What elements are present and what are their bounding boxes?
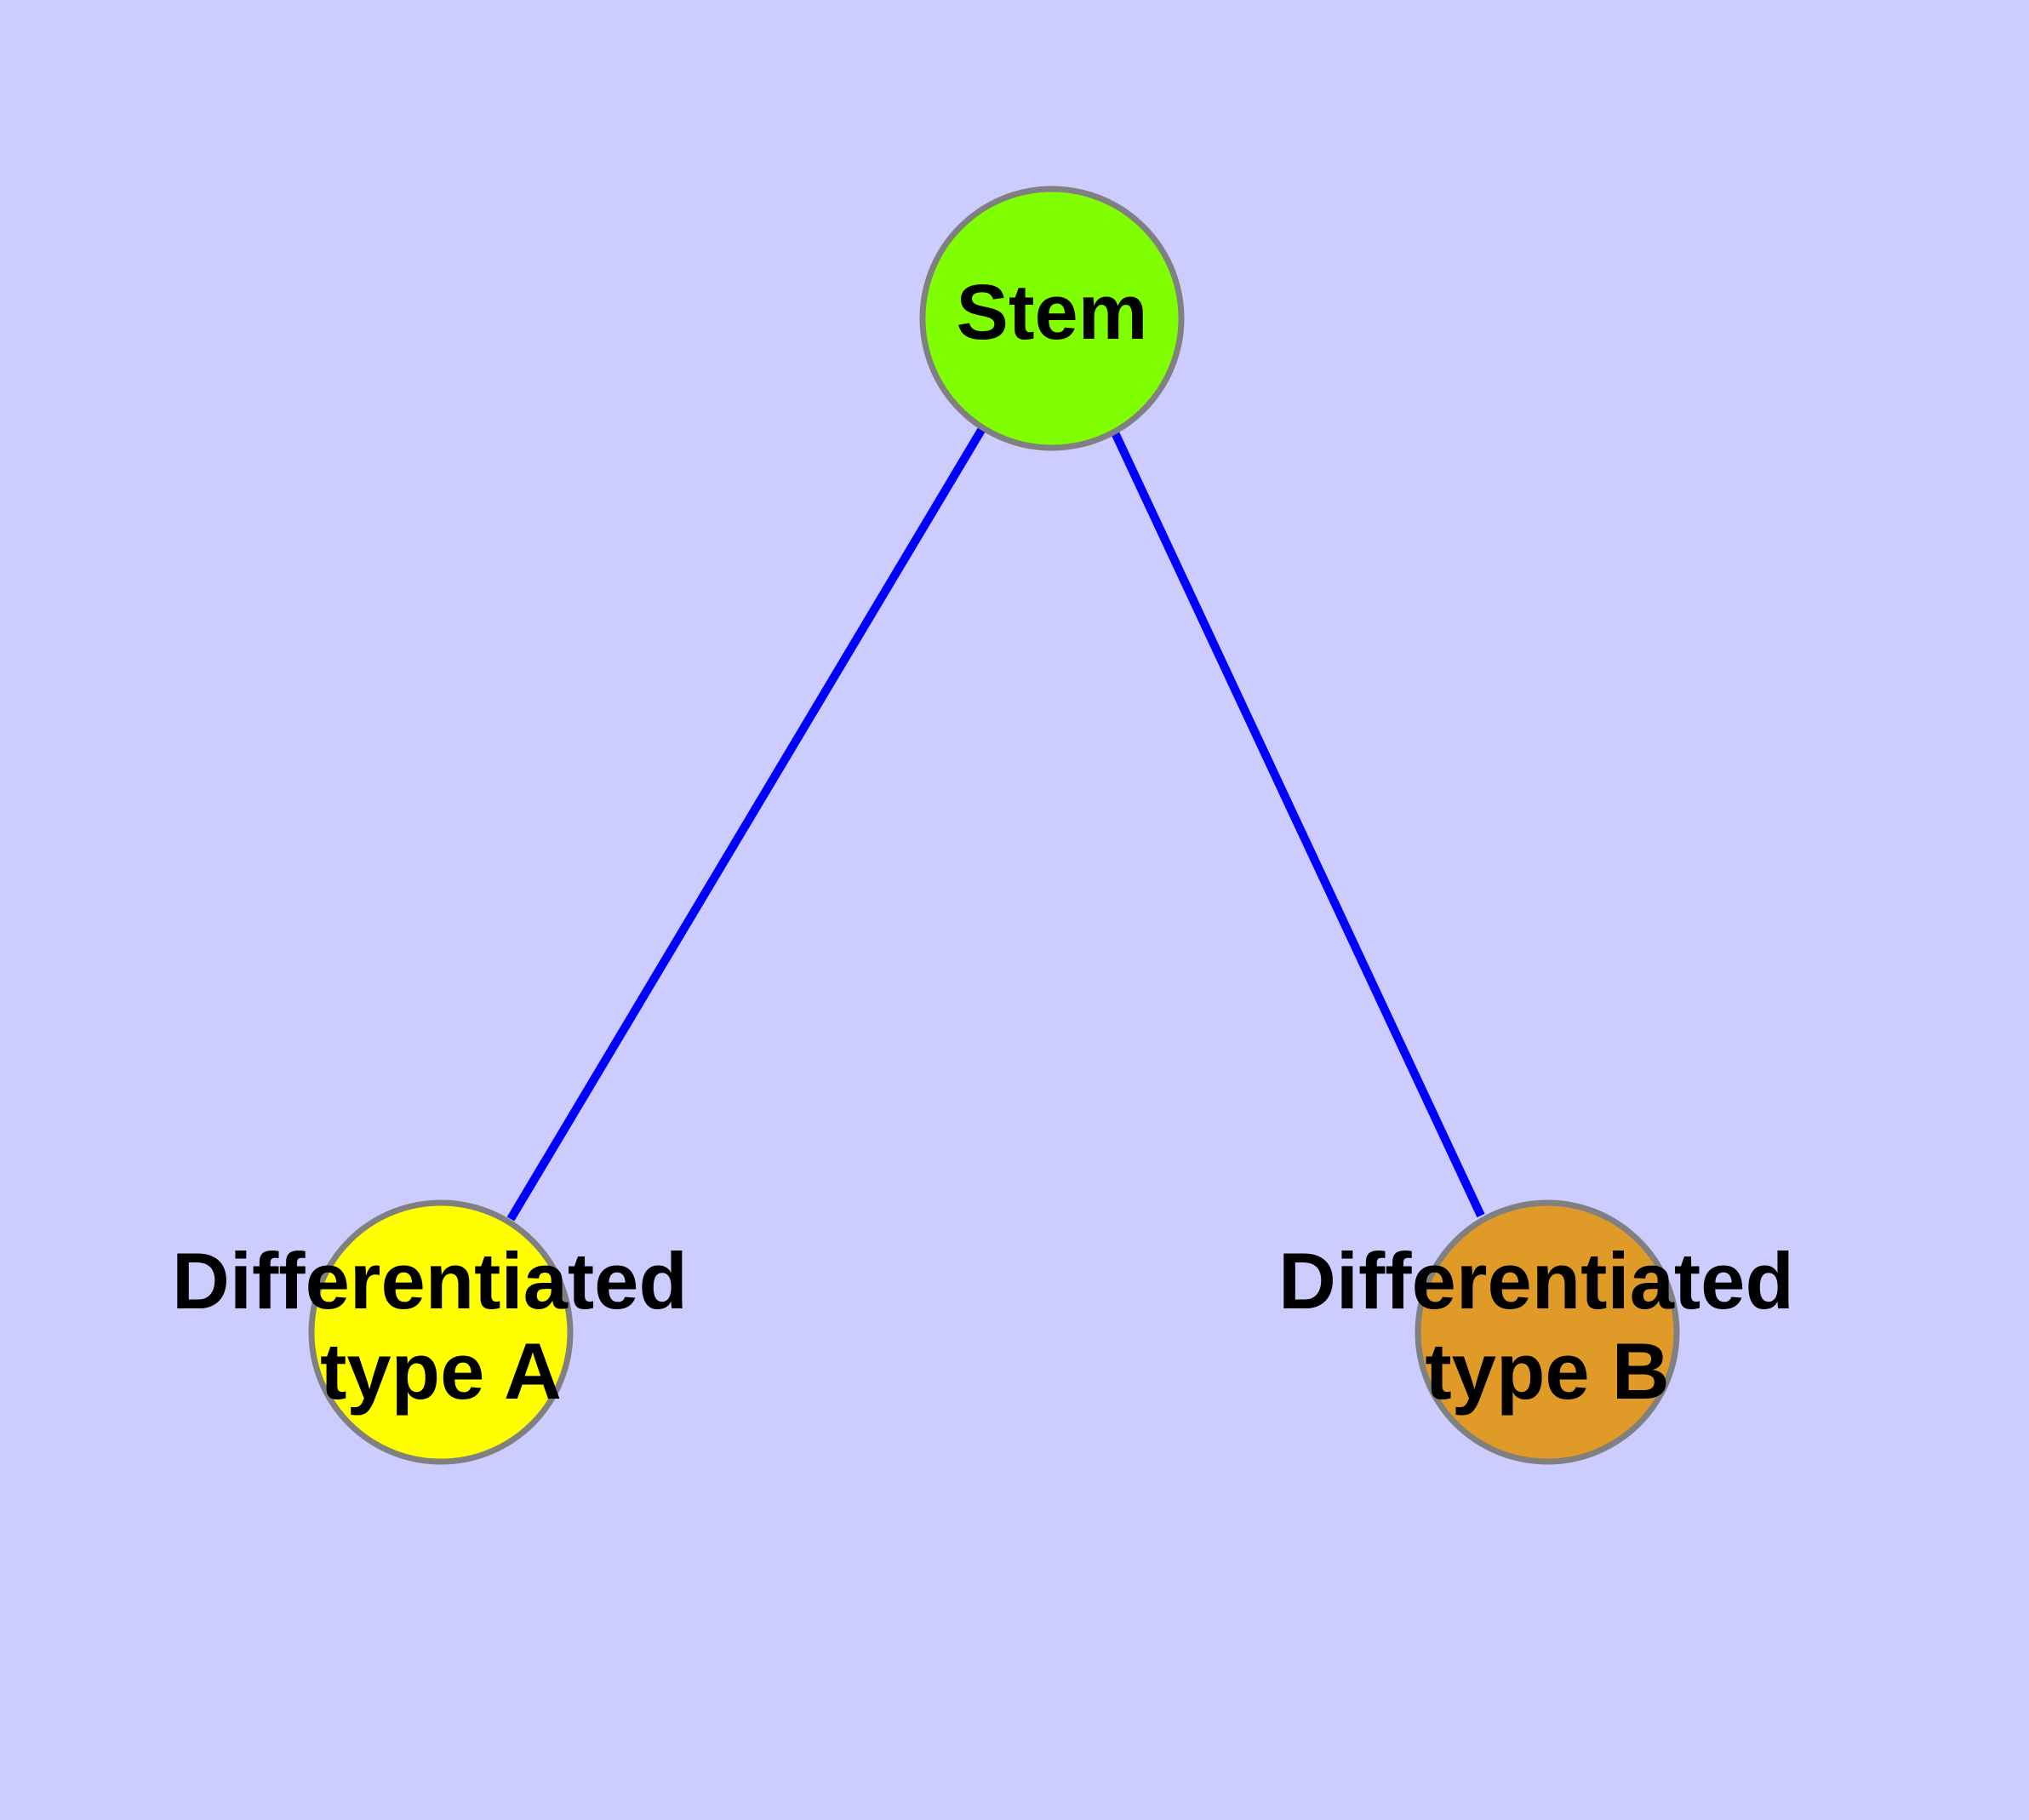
node-stem-circle[interactable] [919,186,1185,451]
node-diff-b-label: Differentiated type B [1278,1236,1816,1416]
edge-stem-to-diff-b[interactable] [1109,426,1485,1218]
node-stem-label-line-1: Stem [957,269,1148,356]
node-diff-b-label-line-1: Differentiated [1278,1236,1794,1325]
label-layer: Stem Differentiated type A Differentiate… [172,269,1816,1416]
node-diff-a-circle[interactable] [308,1199,574,1465]
node-diff-b-label-line-2: type B [1425,1326,1669,1416]
node-diff-a[interactable] [308,1199,574,1465]
node-diff-a-label-line-1: Differentiated [172,1236,688,1325]
node-diff-a-label-line-2: type A [320,1326,562,1416]
node-stem[interactable] [919,186,1185,451]
edge-stem-to-diff-a[interactable] [506,425,987,1222]
node-diff-a-label: Differentiated type A [172,1236,710,1416]
node-diff-b[interactable] [1415,1199,1680,1465]
node-layer [308,186,1680,1465]
node-stem-label: Stem [957,269,1148,356]
node-diff-b-circle[interactable] [1415,1199,1680,1465]
edge-layer [506,425,1485,1222]
